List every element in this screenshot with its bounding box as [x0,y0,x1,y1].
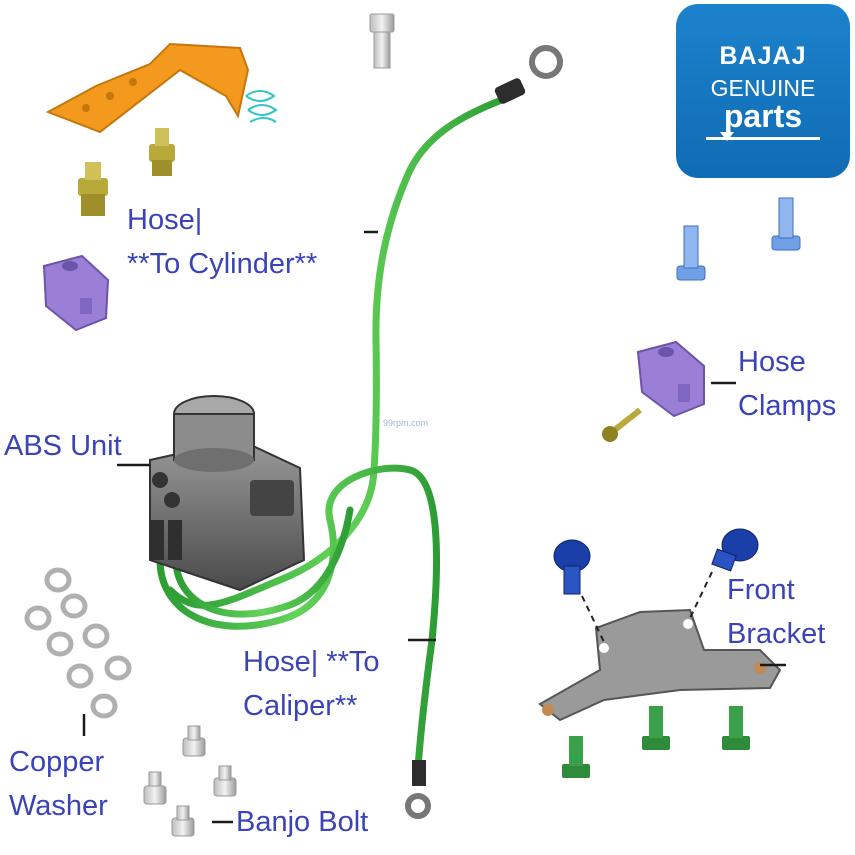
label-front-bracket-line2: Bracket [727,618,826,650]
watermark: 99rpm.com [383,418,429,428]
hose-clamp [42,254,110,332]
banjo-bolt [213,765,237,797]
logo-arrow-icon [720,132,734,141]
leader-lines [82,230,786,824]
blue-bolt [771,197,801,251]
label-banjo-bolt: Banjo Bolt [236,806,369,838]
label-hose-caliper-line1: Hose| **To [243,646,380,678]
front-bracket [538,608,782,722]
banjo-bolt [171,805,195,837]
label-copper-washer-line1: Copper [9,746,105,778]
orange-bracket [45,42,278,134]
dark-blue-bolt [711,528,759,572]
label-hose-cylinder-line2: **To Cylinder** [127,248,318,280]
logo-underline [706,137,820,140]
brass-bolt [78,162,108,216]
label-hose-caliper-line2: Caliper** [243,690,358,722]
hose-to-caliper [156,464,441,819]
blue-bolt [676,225,706,281]
label-hose-cylinder-line1: Hose| [127,204,203,236]
logo-genuine: GENUINE [710,75,816,101]
bajaj-genuine-parts-logo: BAJAJ GENUINE parts [676,4,850,178]
green-bolt [722,706,750,750]
green-bolt [562,736,590,778]
label-front-bracket-line1: Front [727,574,795,606]
dark-blue-bolt [553,539,591,595]
label-abs-unit: ABS Unit [4,430,122,462]
label-copper-washer-line2: Washer [9,790,108,822]
hose-to-cylinder [166,45,563,609]
logo-parts: parts [723,98,803,134]
brass-bolt [149,128,175,176]
label-hose-clamps-line2: Clamps [738,390,837,422]
green-bolt [642,706,670,750]
hose-clamp [636,340,705,418]
label-hose-clamps-line1: Hose [738,346,806,378]
silver-bolt [369,13,395,69]
banjo-bolt [182,725,206,757]
brass-screw [602,407,642,442]
banjo-bolt [143,771,167,805]
logo-brand: BAJAJ [719,42,807,70]
copper-washers [24,567,132,719]
abs-unit [149,395,306,592]
dashed-guide [581,571,713,643]
